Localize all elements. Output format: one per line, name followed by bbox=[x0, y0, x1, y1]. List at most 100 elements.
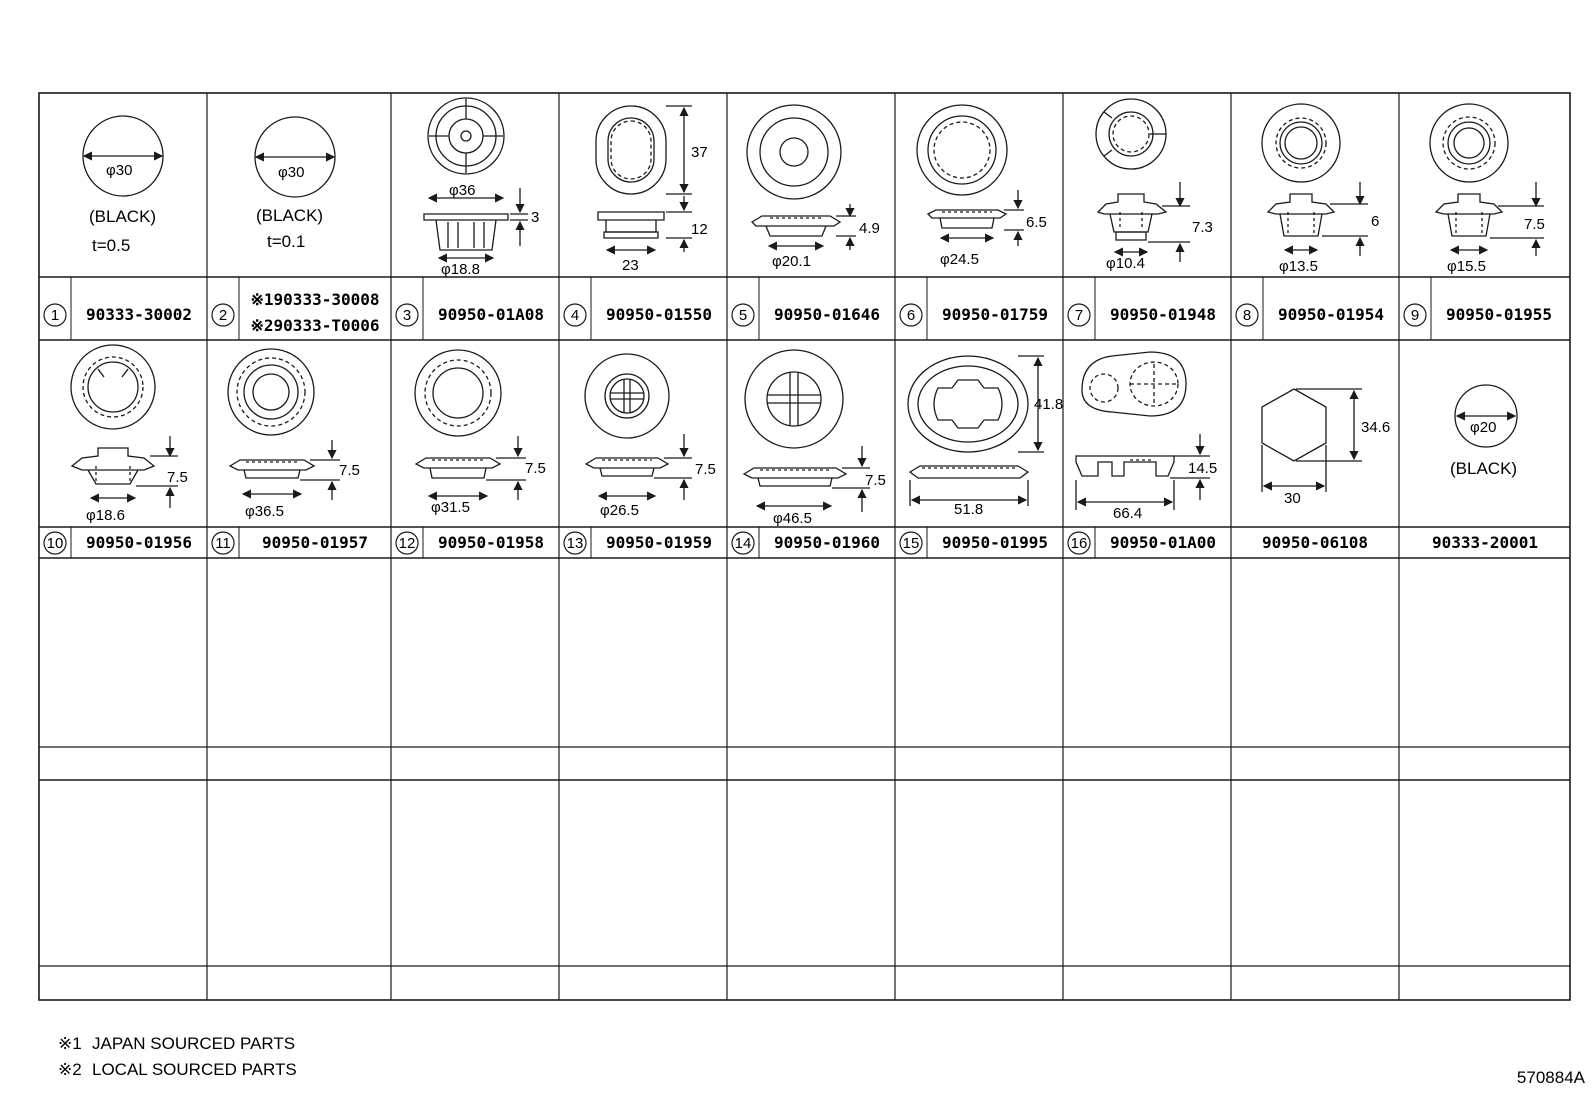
part-2-dim-diameter: φ30 bbox=[278, 164, 304, 181]
part-7-index: 7 bbox=[1075, 307, 1083, 324]
part-6-index: 6 bbox=[907, 307, 915, 324]
part-6-drawing bbox=[916, 104, 1024, 246]
part-7-drawing bbox=[1095, 98, 1190, 262]
double-grommet-icon bbox=[1075, 351, 1187, 477]
part-10-drawing bbox=[70, 344, 178, 508]
part-13-drawing bbox=[584, 353, 692, 501]
part-1-number[interactable]: 90333-30002 bbox=[86, 305, 192, 324]
part-17-number[interactable]: 90950-06108 bbox=[1262, 533, 1368, 552]
part-9-drawing bbox=[1429, 103, 1544, 256]
part-16-index: 16 bbox=[1071, 535, 1088, 552]
part-12-dim-diameter: φ31.5 bbox=[431, 499, 470, 516]
part-5-dim-height: 4.9 bbox=[859, 220, 880, 237]
footnote-1-text: JAPAN SOURCED PARTS bbox=[92, 1034, 295, 1053]
part-12-drawing bbox=[414, 349, 526, 501]
part-2-number-local[interactable]: ※290333-T0006 bbox=[251, 316, 380, 335]
part-4-dim-width: 23 bbox=[622, 257, 639, 274]
part-17-dim-width: 30 bbox=[1284, 490, 1301, 507]
footnote-2-mark: ※2 bbox=[58, 1060, 82, 1079]
round-grommet-icon bbox=[916, 104, 1008, 229]
footnote-1-mark: ※1 bbox=[58, 1034, 82, 1053]
oval-plug-icon bbox=[595, 105, 667, 239]
round-grommet-icon bbox=[1429, 103, 1509, 237]
part-6-dim-height: 6.5 bbox=[1026, 214, 1047, 231]
part-6-number[interactable]: 90950-01759 bbox=[942, 305, 1048, 324]
part-11-index: 11 bbox=[215, 535, 231, 552]
part-17-drawing bbox=[1261, 388, 1362, 492]
part-15-number[interactable]: 90950-01995 bbox=[942, 533, 1048, 552]
split-grommet-icon bbox=[1095, 98, 1168, 241]
part-16-drawing bbox=[1075, 351, 1210, 510]
part-10-index: 10 bbox=[47, 535, 64, 552]
part-14-number[interactable]: 90950-01960 bbox=[774, 533, 880, 552]
part-2-index: 2 bbox=[219, 307, 227, 324]
part-7-dim-height: 7.3 bbox=[1192, 219, 1213, 236]
part-8-number[interactable]: 90950-01954 bbox=[1278, 305, 1384, 324]
part-2-number-japan[interactable]: ※190333-30008 bbox=[251, 290, 380, 309]
part-15-index: 15 bbox=[903, 535, 920, 552]
part-8-index: 8 bbox=[1243, 307, 1251, 324]
part-11-dim-diameter: φ36.5 bbox=[245, 503, 284, 520]
part-17-dim-height: 34.6 bbox=[1361, 419, 1390, 436]
part-9-dim-diameter: φ15.5 bbox=[1447, 258, 1486, 275]
parts-table-grid bbox=[38, 92, 1571, 1001]
part-13-index: 13 bbox=[567, 535, 584, 552]
cross-grommet-icon bbox=[742, 349, 848, 487]
part-18-number[interactable]: 90333-20001 bbox=[1432, 533, 1538, 552]
row1-index-circles bbox=[43, 303, 1427, 327]
part-3-dim-shank-diameter: φ18.8 bbox=[441, 261, 480, 278]
part-7-dim-diameter: φ10.4 bbox=[1106, 255, 1145, 272]
part-12-dim-height: 7.5 bbox=[525, 460, 546, 477]
part-18-color-label: (BLACK) bbox=[1450, 459, 1517, 478]
part-4-dim-length: 37 bbox=[691, 144, 708, 161]
part-2-drawing bbox=[254, 116, 336, 198]
part-12-index: 12 bbox=[399, 535, 416, 552]
part-18-dim-diameter: φ20 bbox=[1470, 419, 1496, 436]
round-grommet-icon bbox=[746, 104, 842, 237]
part-4-dim-height: 12 bbox=[691, 221, 708, 238]
part-8-dim-diameter: φ13.5 bbox=[1279, 258, 1318, 275]
part-1-thickness: t=0.5 bbox=[92, 236, 130, 255]
part-9-number[interactable]: 90950-01955 bbox=[1446, 305, 1552, 324]
oval-grommet-icon bbox=[907, 355, 1030, 479]
part-5-drawing bbox=[746, 104, 856, 251]
part-14-dim-height: 7.5 bbox=[865, 472, 886, 489]
round-grommet-icon bbox=[414, 349, 502, 479]
part-3-number[interactable]: 90950-01A08 bbox=[438, 305, 544, 324]
part-3-dim-thickness: 3 bbox=[531, 209, 539, 226]
part-11-drawing bbox=[227, 348, 340, 500]
part-12-number[interactable]: 90950-01958 bbox=[438, 533, 544, 552]
part-14-drawing bbox=[742, 349, 870, 512]
part-7-number[interactable]: 90950-01948 bbox=[1110, 305, 1216, 324]
part-16-dim-length: 66.4 bbox=[1113, 505, 1142, 522]
part-5-number[interactable]: 90950-01646 bbox=[774, 305, 880, 324]
snap-plug-icon bbox=[423, 97, 509, 251]
part-3-dim-head-diameter: φ36 bbox=[449, 182, 475, 199]
part-13-dim-diameter: φ26.5 bbox=[600, 502, 639, 519]
part-14-dim-diameter: φ46.5 bbox=[773, 510, 812, 527]
part-15-dim-length: 51.8 bbox=[954, 501, 983, 518]
part-4-index: 4 bbox=[571, 307, 579, 324]
part-10-number[interactable]: 90950-01956 bbox=[86, 533, 192, 552]
part-1-drawing bbox=[82, 115, 164, 197]
round-grommet-icon bbox=[227, 348, 316, 479]
part-6-dim-diameter: φ24.5 bbox=[940, 251, 979, 268]
part-16-number[interactable]: 90950-01A00 bbox=[1110, 533, 1216, 552]
part-9-dim-height: 7.5 bbox=[1524, 216, 1545, 233]
part-9-index: 9 bbox=[1411, 307, 1419, 324]
part-13-number[interactable]: 90950-01959 bbox=[606, 533, 712, 552]
part-15-drawing bbox=[907, 355, 1044, 506]
round-grommet-icon bbox=[1261, 103, 1341, 237]
part-4-number[interactable]: 90950-01550 bbox=[606, 305, 712, 324]
cross-grommet-icon bbox=[584, 353, 670, 477]
hex-plug-icon bbox=[1261, 388, 1327, 462]
part-8-dim-height: 6 bbox=[1371, 213, 1379, 230]
part-16-dim-height: 14.5 bbox=[1188, 460, 1217, 477]
part-1-index: 1 bbox=[51, 307, 59, 324]
part-11-number[interactable]: 90950-01957 bbox=[262, 533, 368, 552]
round-grommet-icon bbox=[70, 344, 156, 485]
part-5-index: 5 bbox=[739, 307, 747, 324]
part-5-dim-diameter: φ20.1 bbox=[772, 253, 811, 270]
part-14-index: 14 bbox=[735, 535, 752, 552]
